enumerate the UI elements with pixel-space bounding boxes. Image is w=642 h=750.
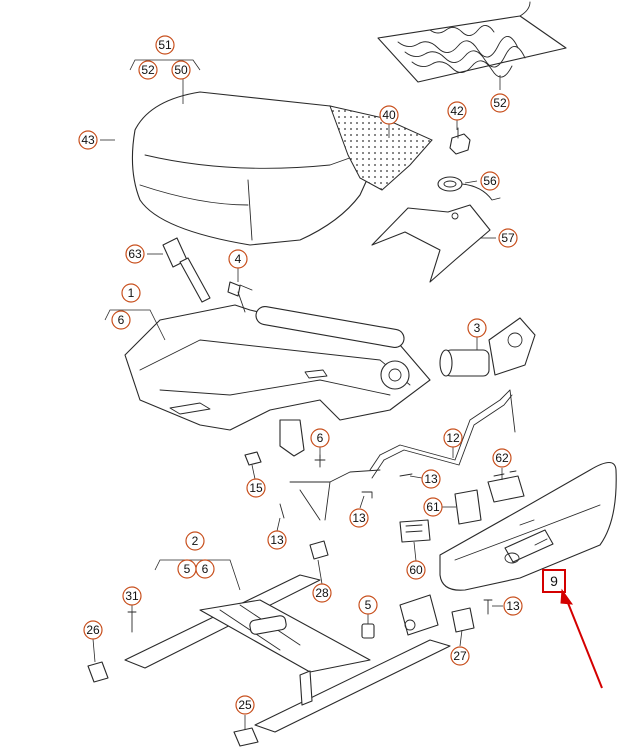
callout-3: 3	[467, 318, 487, 338]
callout-27: 27	[450, 646, 470, 666]
callout-13-left: 13	[267, 530, 287, 550]
callout-42: 42	[447, 101, 467, 121]
svg-text:4: 4	[235, 252, 242, 266]
bolt-13-part	[483, 599, 493, 615]
svg-text:63: 63	[128, 247, 142, 261]
svg-text:13: 13	[506, 599, 520, 613]
svg-text:42: 42	[450, 104, 464, 118]
callout-50: 50	[171, 60, 191, 80]
svg-text:25: 25	[238, 698, 252, 712]
harness-part	[289, 469, 381, 521]
svg-text:43: 43	[81, 133, 95, 147]
svg-text:5: 5	[184, 562, 191, 576]
callout-52: 52	[138, 60, 158, 80]
cap-26-part	[87, 661, 109, 683]
clip-15-part	[244, 451, 262, 466]
svg-text:3: 3	[474, 321, 481, 335]
svg-text:13: 13	[270, 533, 284, 547]
mat-57-part	[371, 204, 491, 283]
highlight-box-9: 9	[542, 569, 566, 593]
cover-28-part	[309, 540, 329, 560]
svg-text:6: 6	[118, 313, 125, 327]
svg-text:28: 28	[315, 586, 329, 600]
svg-text:60: 60	[409, 563, 423, 577]
cap-25-part	[233, 727, 259, 747]
callout-1: 1	[121, 283, 141, 303]
callout-62: 62	[492, 448, 512, 468]
svg-text:2: 2	[192, 534, 199, 548]
bracket-42-part	[449, 127, 471, 155]
callout-25: 25	[235, 695, 255, 715]
svg-text:6: 6	[317, 431, 324, 445]
svg-text:31: 31	[125, 589, 139, 603]
callout-5-bushing: 5	[358, 595, 378, 615]
callout-6-frame: 6	[111, 310, 131, 330]
callout-61: 61	[423, 497, 443, 517]
callout-6-bolt: 6	[310, 428, 330, 448]
callout-52-mat: 52	[490, 93, 510, 113]
svg-text:52: 52	[141, 63, 155, 77]
callout-31: 31	[122, 586, 142, 606]
svg-text:50: 50	[174, 63, 188, 77]
svg-text:52: 52	[493, 96, 507, 110]
callout-4: 4	[228, 249, 248, 269]
callout-5-rails: 5	[177, 559, 197, 579]
motor-part	[439, 317, 536, 377]
callout-26: 26	[83, 620, 103, 640]
bolts-part	[239, 284, 413, 519]
callout-43: 43	[78, 130, 98, 150]
side-trim-panel-part	[439, 461, 617, 591]
switch-60-part	[399, 519, 431, 543]
seat-frame-part	[124, 281, 431, 457]
svg-text:61: 61	[426, 500, 440, 514]
svg-text:26: 26	[86, 623, 100, 637]
leader-lines	[92, 59, 503, 730]
switch-62-part	[487, 470, 525, 503]
seat-cushion-part	[131, 91, 433, 246]
callout-63: 63	[125, 244, 145, 264]
callout-15: 15	[246, 478, 266, 498]
callout-13-cable: 13	[421, 469, 441, 489]
svg-text:13: 13	[424, 472, 438, 486]
sensor-56-part	[437, 176, 501, 201]
callout-2: 2	[185, 531, 205, 551]
callout-56: 56	[480, 171, 500, 191]
callout-28: 28	[312, 583, 332, 603]
red-arrow	[560, 588, 603, 689]
callout-13-trim: 13	[503, 596, 523, 616]
svg-text:9: 9	[550, 573, 558, 589]
callout-12: 12	[443, 428, 463, 448]
switch-61-part	[454, 489, 482, 525]
callout-13-harness: 13	[349, 508, 369, 528]
cable-12-part	[369, 389, 516, 479]
callout-40: 40	[379, 105, 399, 125]
cap-27-part	[451, 607, 475, 633]
callout-60: 60	[406, 560, 426, 580]
svg-text:15: 15	[249, 481, 263, 495]
svg-text:56: 56	[483, 174, 497, 188]
svg-text:12: 12	[446, 431, 460, 445]
heating-mat-part	[377, 1, 567, 83]
svg-text:1: 1	[128, 286, 135, 300]
bushing-5-part	[361, 623, 375, 639]
svg-text:40: 40	[382, 108, 396, 122]
svg-text:6: 6	[202, 562, 209, 576]
seat-rails-part	[124, 574, 451, 733]
svg-text:62: 62	[495, 451, 509, 465]
bolt-31-part	[127, 611, 137, 633]
svg-text:5: 5	[365, 598, 372, 612]
svg-text:51: 51	[158, 38, 172, 52]
belt-buckle-part	[162, 237, 211, 303]
callout-6-rails: 6	[195, 559, 215, 579]
callout-51: 51	[155, 35, 175, 55]
callout-57: 57	[498, 228, 518, 248]
svg-text:27: 27	[453, 649, 467, 663]
svg-text:57: 57	[501, 231, 515, 245]
svg-text:13: 13	[352, 511, 366, 525]
